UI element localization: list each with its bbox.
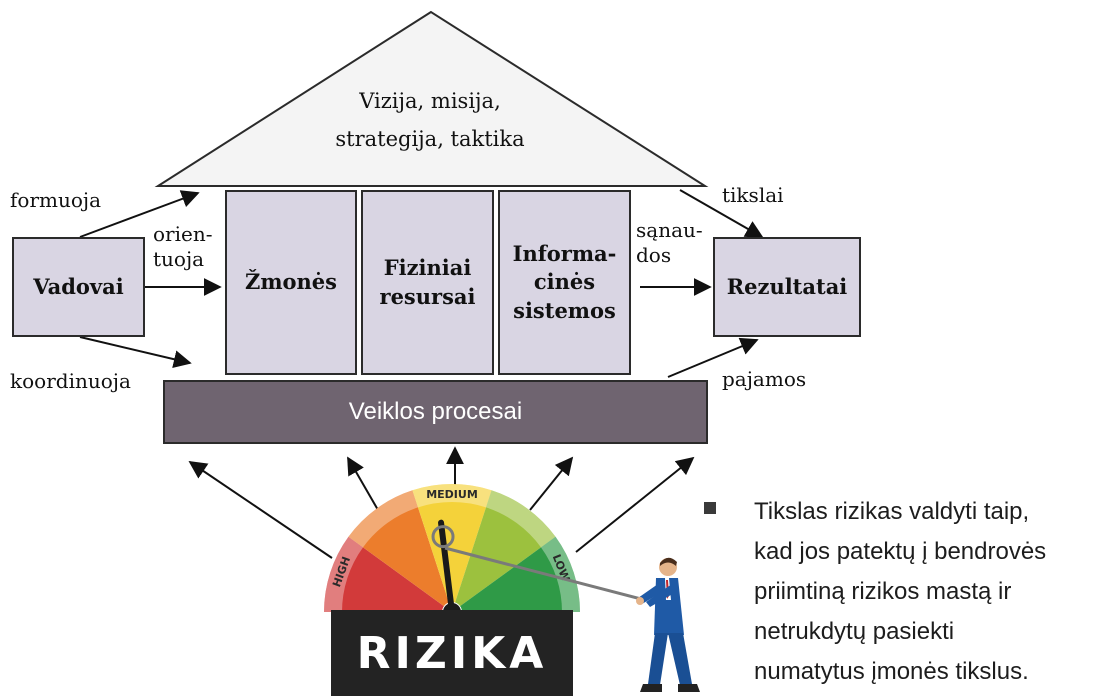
pillar-people: Žmonės: [225, 190, 357, 375]
label-costs-line-1: sąnau-: [636, 218, 703, 242]
pillar-information-systems: Informa- cinės sistemos: [498, 190, 631, 375]
gauge-sector: [348, 490, 449, 607]
gauge-rope-loop: [431, 525, 455, 549]
bullet-line-3: priimtiną rizikos mastą ir: [754, 578, 1012, 605]
roof-text: Vizija, misija, strategija, taktika: [260, 82, 600, 158]
pillar-physical-line-2: resursai: [379, 283, 476, 309]
bullet-line-5: numatytus įmonės tikslus.: [754, 658, 1029, 685]
gauge-label: MEDIUM: [426, 488, 478, 501]
arrow-coordinates: [79, 336, 192, 369]
processes-label: Veiklos procesai: [348, 398, 523, 425]
risk-sign-label: RIZIKA: [356, 627, 548, 679]
bullet-text: Tikslas rizikas valdyti taip, kad jos pa…: [754, 492, 1114, 692]
label-orients-line-2: tuoja: [153, 247, 205, 271]
gauge-needle: [438, 519, 455, 615]
label-costs-line-2: dos: [636, 243, 672, 267]
risk-arrow-4: [529, 456, 574, 511]
roof-triangle: [154, 10, 709, 187]
pillar-info-line-1: Informa-: [512, 240, 617, 266]
label-orients-line-1: orien-: [153, 222, 213, 246]
pillar-physical-resources: Fiziniai resursai: [361, 190, 494, 375]
label-orients: orien- tuoja: [153, 222, 212, 272]
results-box: Rezultatai: [713, 237, 861, 337]
gauge-sector-band: [412, 484, 492, 508]
gauge-sector-band: [348, 490, 419, 548]
gauge-sector: [455, 490, 556, 607]
roof-line-1: Vizija, misija,: [359, 89, 501, 113]
label-costs: sąnau- dos: [636, 218, 703, 268]
risk-arrow-5: [575, 456, 695, 553]
label-forms: formuoja: [10, 188, 102, 212]
label-revenue: pajamos: [722, 367, 807, 391]
label-goals: tikslai: [722, 183, 784, 207]
gauge-sector: [460, 536, 580, 612]
processes-base: Veiklos procesai: [163, 380, 708, 444]
pillar-info-line-3: sistemos: [513, 297, 616, 323]
businessman-figure: [444, 546, 700, 692]
risk-sign: RIZIKA: [331, 610, 573, 696]
label-coordinates: koordinuoja: [10, 369, 131, 393]
arrow-goals: [679, 189, 764, 238]
gauge-sector-band: [540, 536, 580, 612]
gauge-sector-band: [485, 490, 556, 548]
roof-line-2: strategija, taktika: [335, 127, 525, 151]
gauge-sector-band: [324, 536, 364, 612]
leaders-label: Vadovai: [33, 273, 124, 299]
bullet-square-icon: [704, 502, 716, 514]
bullet-line-4: netrukdytų pasiekti: [754, 618, 955, 645]
bullet-line-1: Tikslas rizikas valdyti taip,: [754, 498, 1030, 525]
arrow-revenue: [667, 337, 759, 378]
risk-arrow-2: [347, 456, 379, 511]
risk-arrow-1: [188, 460, 333, 559]
pillar-info-line-2: cinės: [533, 269, 596, 295]
leaders-box: Vadovai: [12, 237, 145, 337]
pillar-people-label: Žmonės: [244, 269, 337, 295]
gauge-sector: [324, 536, 444, 612]
results-label: Rezultatai: [726, 273, 848, 299]
arrow-forms: [79, 190, 200, 238]
pillar-physical-line-1: Fiziniai: [383, 255, 472, 281]
bullet-line-2: kad jos patektų į bendrovės: [754, 538, 1047, 565]
